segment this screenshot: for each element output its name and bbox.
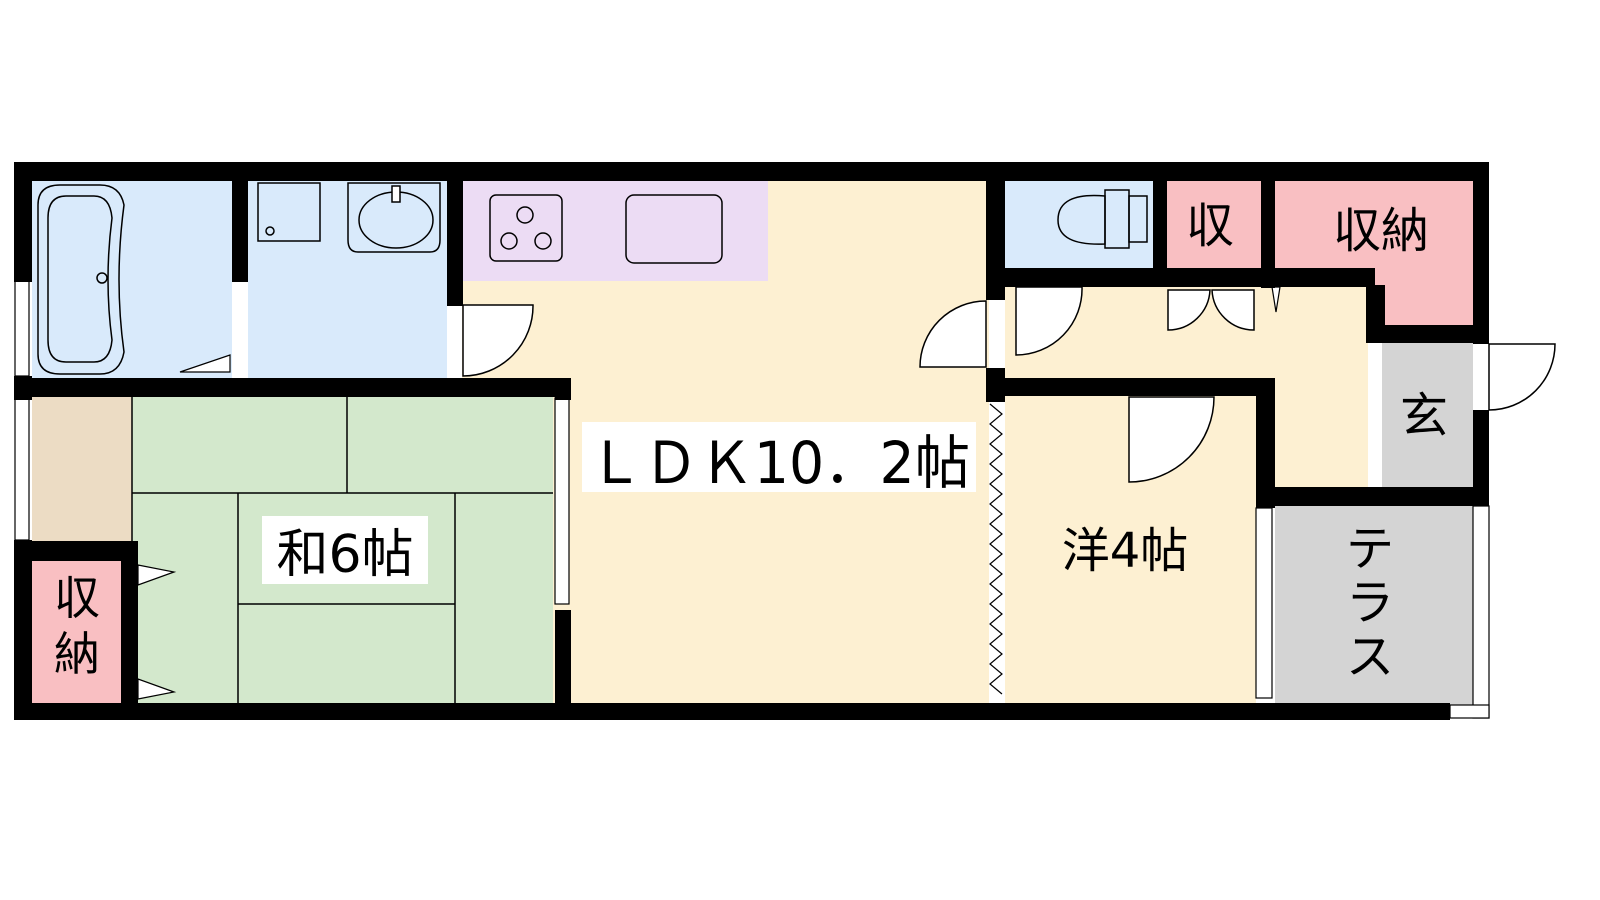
terrace-floor <box>1275 506 1473 705</box>
ldk-label: ＬＤＫ10．2帖 <box>588 429 970 497</box>
windows <box>14 279 1490 719</box>
tatami-lines <box>131 397 553 705</box>
ldk-label-bg <box>582 422 976 492</box>
kitchen-counter <box>462 181 768 281</box>
swing-doors <box>462 286 1556 483</box>
entrance-floor <box>1382 343 1473 487</box>
terrace-label-1: テ <box>1346 521 1394 577</box>
entrance-label: 玄 <box>1400 388 1448 444</box>
storage-left-floor <box>32 561 122 705</box>
kitchen-sink-icon <box>625 194 723 264</box>
terrace-label-3: ス <box>1346 629 1394 685</box>
bath-floor <box>32 181 232 379</box>
shower-icon <box>179 354 231 373</box>
storage-small-label: 収 <box>1186 198 1234 254</box>
storage-left-label-1: 収 <box>54 571 100 625</box>
terrace-label-2: ラ <box>1346 575 1394 631</box>
storage-left-label-2: 納 <box>54 627 100 681</box>
toilet-icon <box>1057 189 1148 249</box>
storage-small-floor <box>1167 181 1261 271</box>
stove-icon <box>489 194 563 262</box>
storage-top-floor <box>1275 181 1473 325</box>
storage-top-label: 収納 <box>1333 203 1429 259</box>
washing-machine-icon <box>257 182 321 242</box>
tokonoma <box>32 397 132 543</box>
yoshitsu-label: 洋4帖 <box>1062 523 1189 579</box>
sink-icon <box>347 182 441 253</box>
accordion-partition <box>989 403 1003 695</box>
washitsu-label: 和6帖 <box>276 525 413 585</box>
walls <box>14 162 1489 720</box>
bathtub-icon <box>37 184 125 375</box>
toilet-floor <box>1005 181 1153 271</box>
washitsu-label-bg <box>262 516 428 584</box>
hallway-floor <box>1005 285 1368 487</box>
